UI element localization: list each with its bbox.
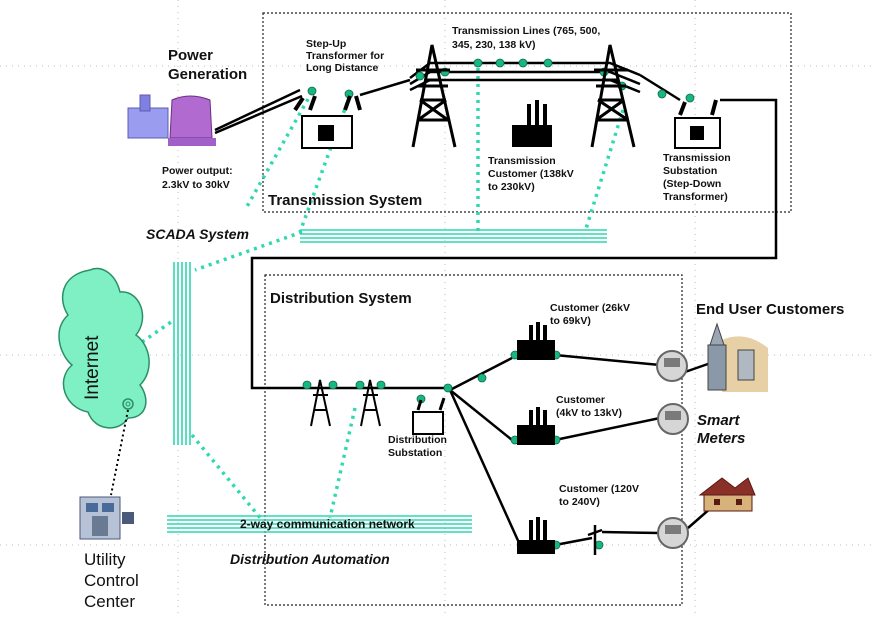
house-icon: [698, 477, 756, 512]
transmission-substation-icon: [674, 99, 721, 149]
transmission-substation-label: Transmission Substation (Step-Down Trans…: [663, 152, 734, 203]
distribution-automation-label: Distribution Automation: [230, 551, 390, 567]
utility-control-center-label: Utility Control Center: [84, 550, 144, 611]
utility-control-center-icon: [79, 496, 134, 540]
smart-meter-icon: [656, 350, 688, 382]
transmission-lines-label: Transmission Lines (765, 500, 345, 230, …: [452, 25, 603, 51]
power-output-label: Power output: 2.3kV to 30kV: [162, 165, 236, 191]
scada-system-label: SCADA System: [146, 226, 249, 242]
smart-meter-icon: [657, 403, 689, 435]
end-user-customers-label: End User Customers: [696, 301, 844, 318]
distribution-tower-icon: [310, 379, 381, 427]
transmission-tower-icon: [590, 44, 636, 148]
customer-26-69kv-label: Customer (26kV to 69kV): [550, 302, 633, 327]
communication-lines: [167, 229, 607, 533]
customer-building-icon: [517, 322, 555, 360]
communication-network-label: 2-way communication network: [240, 517, 415, 531]
smart-meters-label: Smart Meters: [697, 412, 745, 447]
transmission-system-title: Transmission System: [268, 192, 422, 209]
power-generation-label: Power Generation: [168, 47, 247, 83]
transmission-system-box: [262, 12, 792, 213]
distribution-system-title: Distribution System: [270, 290, 412, 307]
customer-120-240v-label: Customer (120V to 240V): [559, 483, 642, 508]
power-plant-icon: [127, 94, 216, 146]
utility-pole-icon: [587, 525, 603, 555]
internet-cloud-icon: [58, 267, 150, 429]
transmission-customer-label: Transmission Customer (138kV to 230kV): [488, 155, 577, 193]
distribution-system-box: [264, 274, 683, 606]
internet-label: Internet: [82, 335, 103, 400]
transmission-tower-icon: [411, 44, 457, 148]
stepup-transformer-label: Step-Up Transformer for Long Distance: [306, 38, 387, 74]
customer-4-13kv-label: Customer (4kV to 13kV): [556, 394, 622, 419]
stepup-transformer-icon: [293, 95, 362, 149]
smart-meter-icon: [657, 517, 689, 549]
office-tower-icon: [707, 322, 768, 392]
distribution-substation-label: Distribution Substation: [388, 434, 450, 459]
transmission-customer-building-icon: [512, 100, 552, 147]
distribution-substation-icon: [412, 397, 446, 435]
customer-building-icon: [517, 407, 555, 445]
customer-building-icon: [517, 517, 555, 554]
